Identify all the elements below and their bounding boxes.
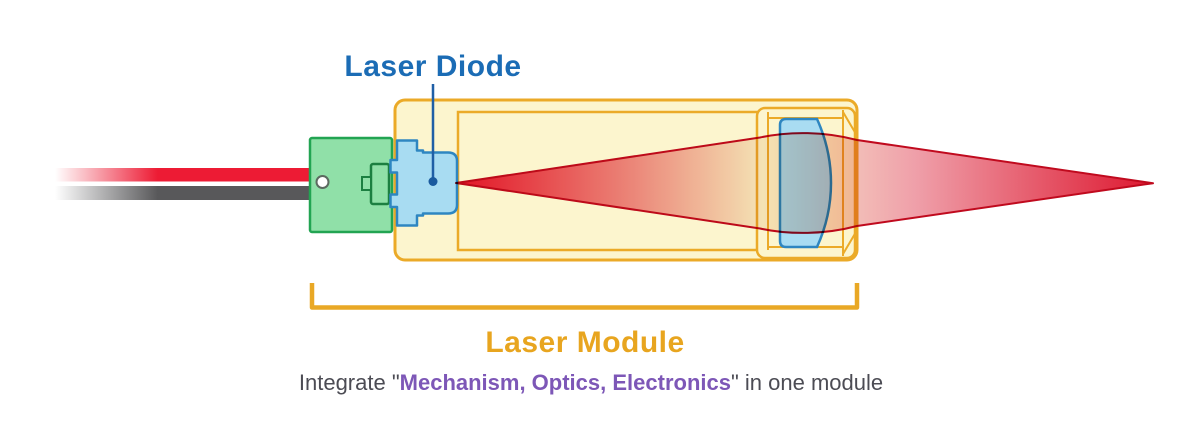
laser-beam — [455, 132, 1154, 234]
pcb-mounting-hole — [315, 175, 330, 189]
holder-chamfer-top — [842, 111, 857, 135]
pcb-component — [369, 162, 391, 206]
caption-prefix: Integrate " — [299, 370, 400, 395]
module-bracket — [309, 283, 860, 310]
driver-pcb — [308, 136, 394, 234]
diode-leader — [428, 84, 438, 186]
black-wire — [55, 186, 313, 200]
laser-module-label: Laser Module — [485, 326, 684, 359]
caption-highlight: Mechanism, Optics, Electronics — [400, 370, 731, 395]
pcb-component-tab — [361, 176, 372, 191]
laser-diode-package — [389, 139, 459, 227]
integration-caption: Integrate "Mechanism, Optics, Electronic… — [299, 370, 883, 395]
pcb-board — [308, 136, 394, 234]
caption-suffix: " in one module — [731, 370, 883, 395]
red-wire — [55, 168, 313, 182]
supply-wires — [55, 168, 313, 200]
leader-dot — [428, 177, 438, 186]
laser-diode-label: Laser Diode — [344, 50, 521, 83]
holder-chamfer-bottom — [842, 231, 857, 255]
